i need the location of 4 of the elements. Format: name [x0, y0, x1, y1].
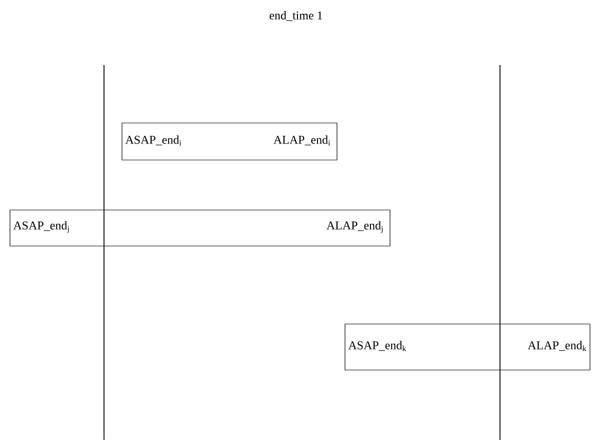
interval-box: ASAP_end$_{j}$ ALAP_end$_{j}$ — [10, 210, 390, 246]
title: end_time 1 — [270, 11, 322, 21]
interval-box: ASAP_end$_{i}$ ALAP_end$_{i}$ — [122, 122, 338, 160]
interval-box: ASAP_end$_{k}$ ALAP_end$_{k}$ — [344, 324, 590, 370]
